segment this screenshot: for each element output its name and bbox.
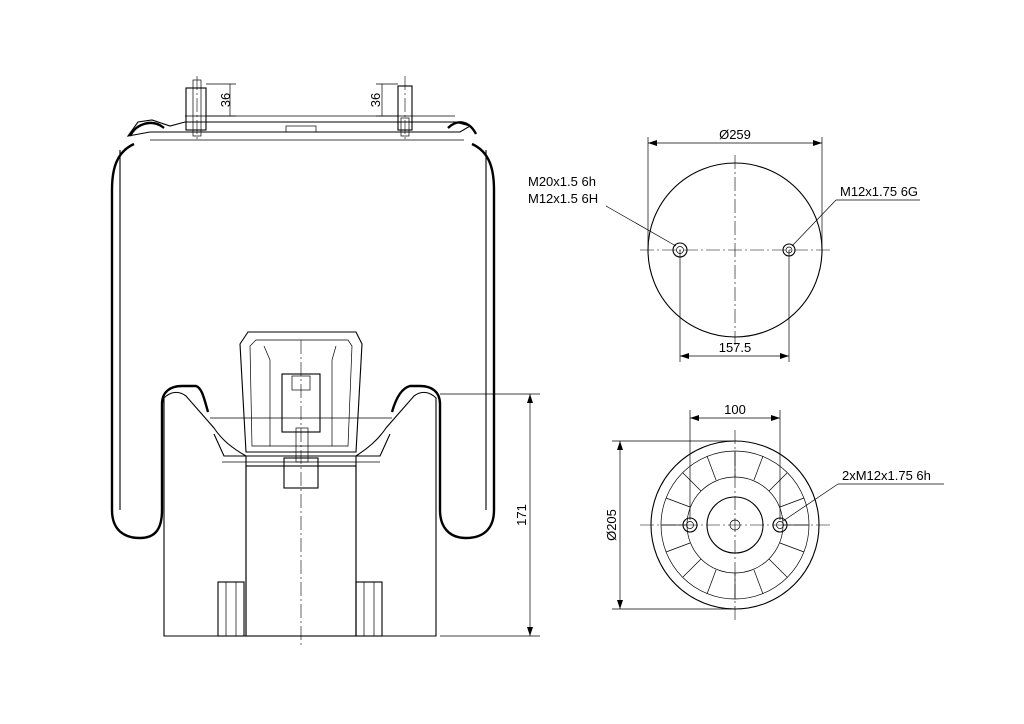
- bottom-spacing-label: 100: [724, 402, 746, 417]
- right-stud-dimension: 36: [368, 93, 383, 107]
- height-dimension-label: 171: [514, 504, 529, 526]
- piston-section: [163, 391, 437, 637]
- inner-bumper: [213, 331, 391, 646]
- top-diameter-label: Ø259: [719, 127, 751, 142]
- bottom-thread-label: 2xM12x1.75 6h: [842, 468, 931, 483]
- bottom-ribs: [661, 451, 809, 599]
- bellow-outline: [110, 142, 496, 540]
- top-spacing-label: 157.5: [719, 340, 752, 355]
- bottom-diameter-label: Ø205: [604, 509, 619, 541]
- left-stud: 36: [185, 76, 236, 140]
- side-section-view: 36 36: [110, 76, 540, 646]
- height-dimension: 171: [440, 393, 540, 637]
- bottom-view: 100 Ø205 2xM12x1.75 6h: [604, 402, 944, 620]
- top-view: Ø259 M20x1.5 6h M12x1.5 6H M12x1.75 6G 1…: [528, 127, 920, 362]
- left-stud-dimension: 36: [218, 93, 233, 107]
- top-thread-left-line1: M20x1.5 6h: [528, 174, 596, 189]
- top-plate: [126, 115, 478, 141]
- top-thread-left-line2: M12x1.5 6H: [528, 191, 598, 206]
- top-thread-right: M12x1.75 6G: [840, 184, 918, 199]
- right-stud: 36: [368, 76, 413, 140]
